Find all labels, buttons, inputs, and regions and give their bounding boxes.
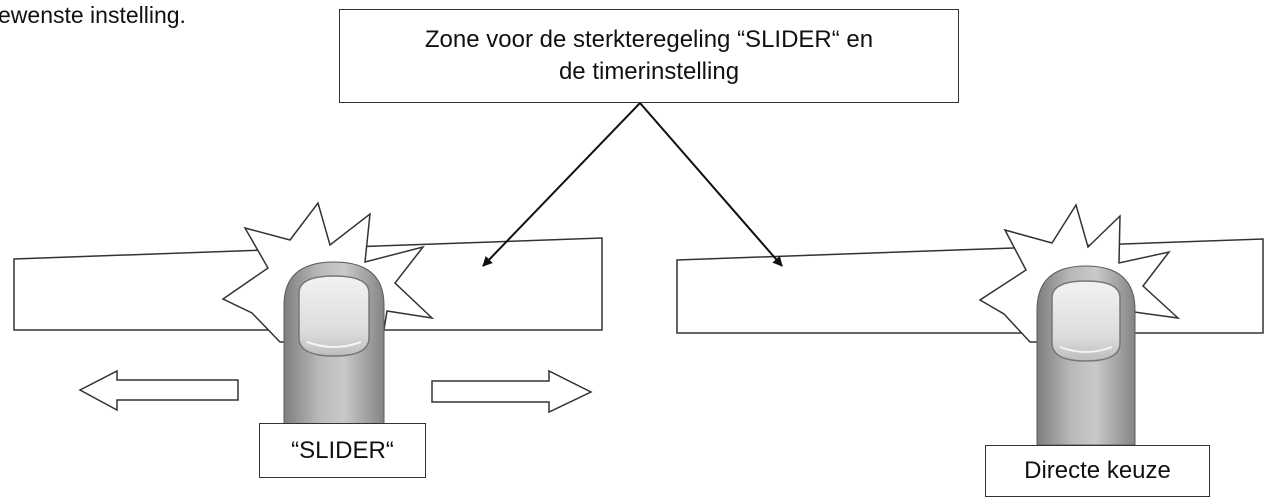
intro-text: ewenste instelling. [0,2,186,28]
slider-label: “SLIDER“ [259,423,426,478]
arrow-left-icon [78,369,239,412]
arrow-right-icon [431,369,593,414]
zone-callout-line-2: de timerinstelling [558,58,740,85]
direct-choice-label: Directe keuze [985,445,1210,497]
right-control-panel [676,238,1264,334]
right-finger-icon [1036,265,1136,446]
zone-callout: Zone voor de sterkteregeling “SLIDER“ en… [339,9,959,103]
zone-callout-line-1: Zone voor de sterkteregeling “SLIDER“ en [424,26,874,53]
pointer-line-right [639,102,783,267]
left-finger-icon [283,261,385,426]
pointer-line-left [482,102,641,267]
